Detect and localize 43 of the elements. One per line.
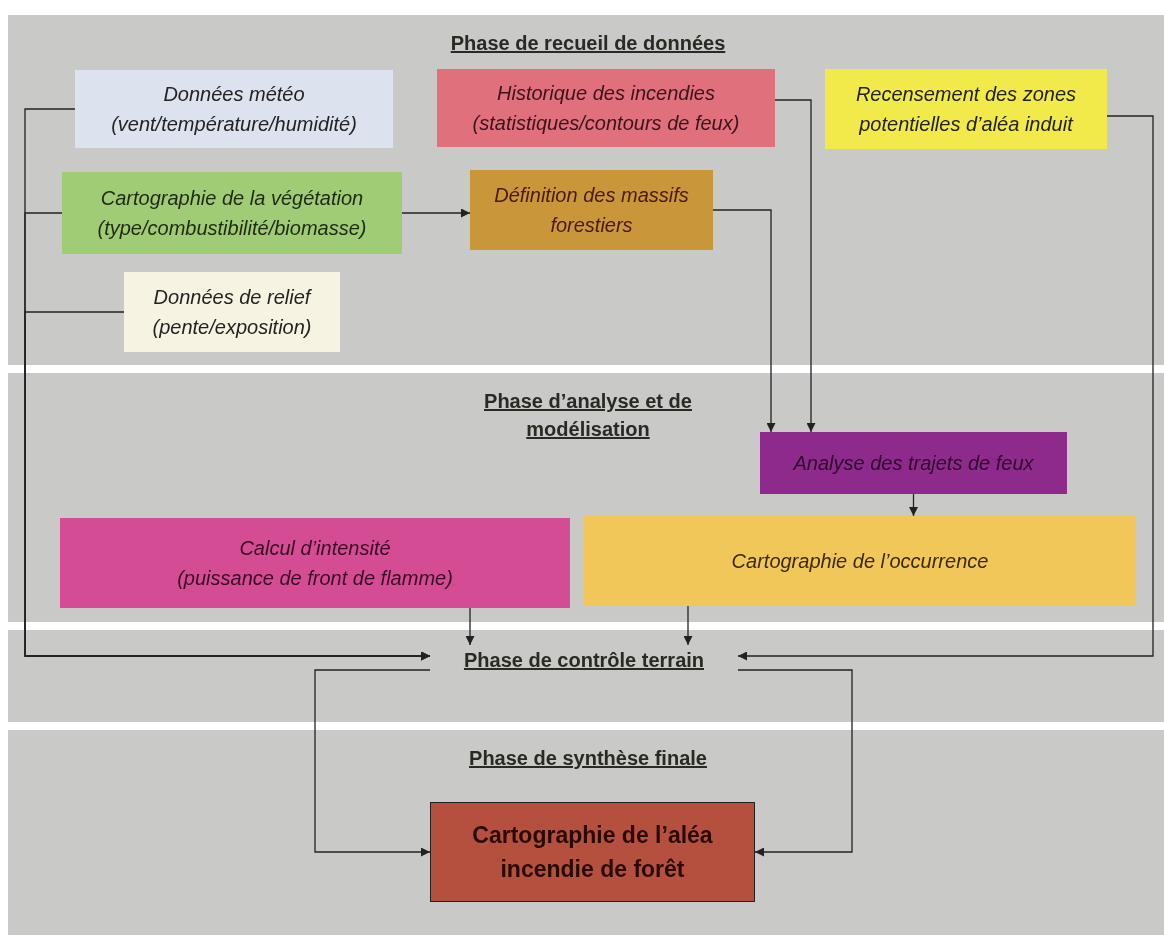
arrow [465, 607, 475, 646]
phase-band [8, 630, 1164, 722]
arrow [737, 115, 1154, 661]
arrow [712, 209, 776, 433]
box-label: (statistiques/contours de feux) [472, 111, 740, 136]
process-box [584, 516, 1136, 606]
process-box [470, 170, 713, 250]
box-label: (pente/exposition) [152, 315, 312, 340]
process-box [60, 518, 570, 608]
box-label: Recensement des zones potentielles d’aléa induit [854, 82, 1078, 137]
box-label: Cartographie de la végétation [100, 186, 364, 211]
arrow [314, 669, 431, 857]
process-box [430, 802, 755, 902]
box-label: Historique des incendies [497, 81, 715, 106]
process-box [62, 172, 402, 254]
process-box [124, 272, 340, 352]
phase-band [8, 730, 1164, 935]
box-label: Données de relief [153, 285, 311, 310]
arrow [737, 669, 853, 857]
process-box [75, 70, 393, 148]
box-label: Calcul d’intensité [239, 536, 391, 561]
box-label: (puissance de front de flamme) [177, 566, 453, 591]
phase-heading: Phase d’analyse et de modélisation [483, 389, 693, 442]
phase-heading: Phase de contrôle terrain [430, 645, 738, 675]
box-label: Cartographie de l’aléa incendie de forêt [471, 821, 714, 884]
phase-band [8, 15, 1164, 365]
arrow [909, 493, 918, 517]
process-box [437, 69, 775, 147]
box-label: Données météo [163, 82, 305, 107]
process-box [825, 69, 1107, 149]
box-label: (vent/température/humidité) [111, 112, 357, 137]
box-label: (type/combustibilité/biomasse) [97, 216, 367, 241]
box-label: Analyse des trajets de feux [793, 451, 1034, 476]
box-label: Définition des massifs forestiers [494, 183, 689, 238]
phase-band [8, 373, 1164, 622]
phase-heading: Phase de recueil de données [449, 31, 727, 56]
phase-heading: Phase de synthèse finale [468, 746, 708, 771]
arrow [24, 311, 431, 661]
arrow [774, 99, 816, 433]
box-label: Cartographie de l’occurrence [731, 549, 989, 574]
arrow [683, 605, 693, 646]
process-box [760, 432, 1067, 494]
arrow [401, 208, 471, 218]
